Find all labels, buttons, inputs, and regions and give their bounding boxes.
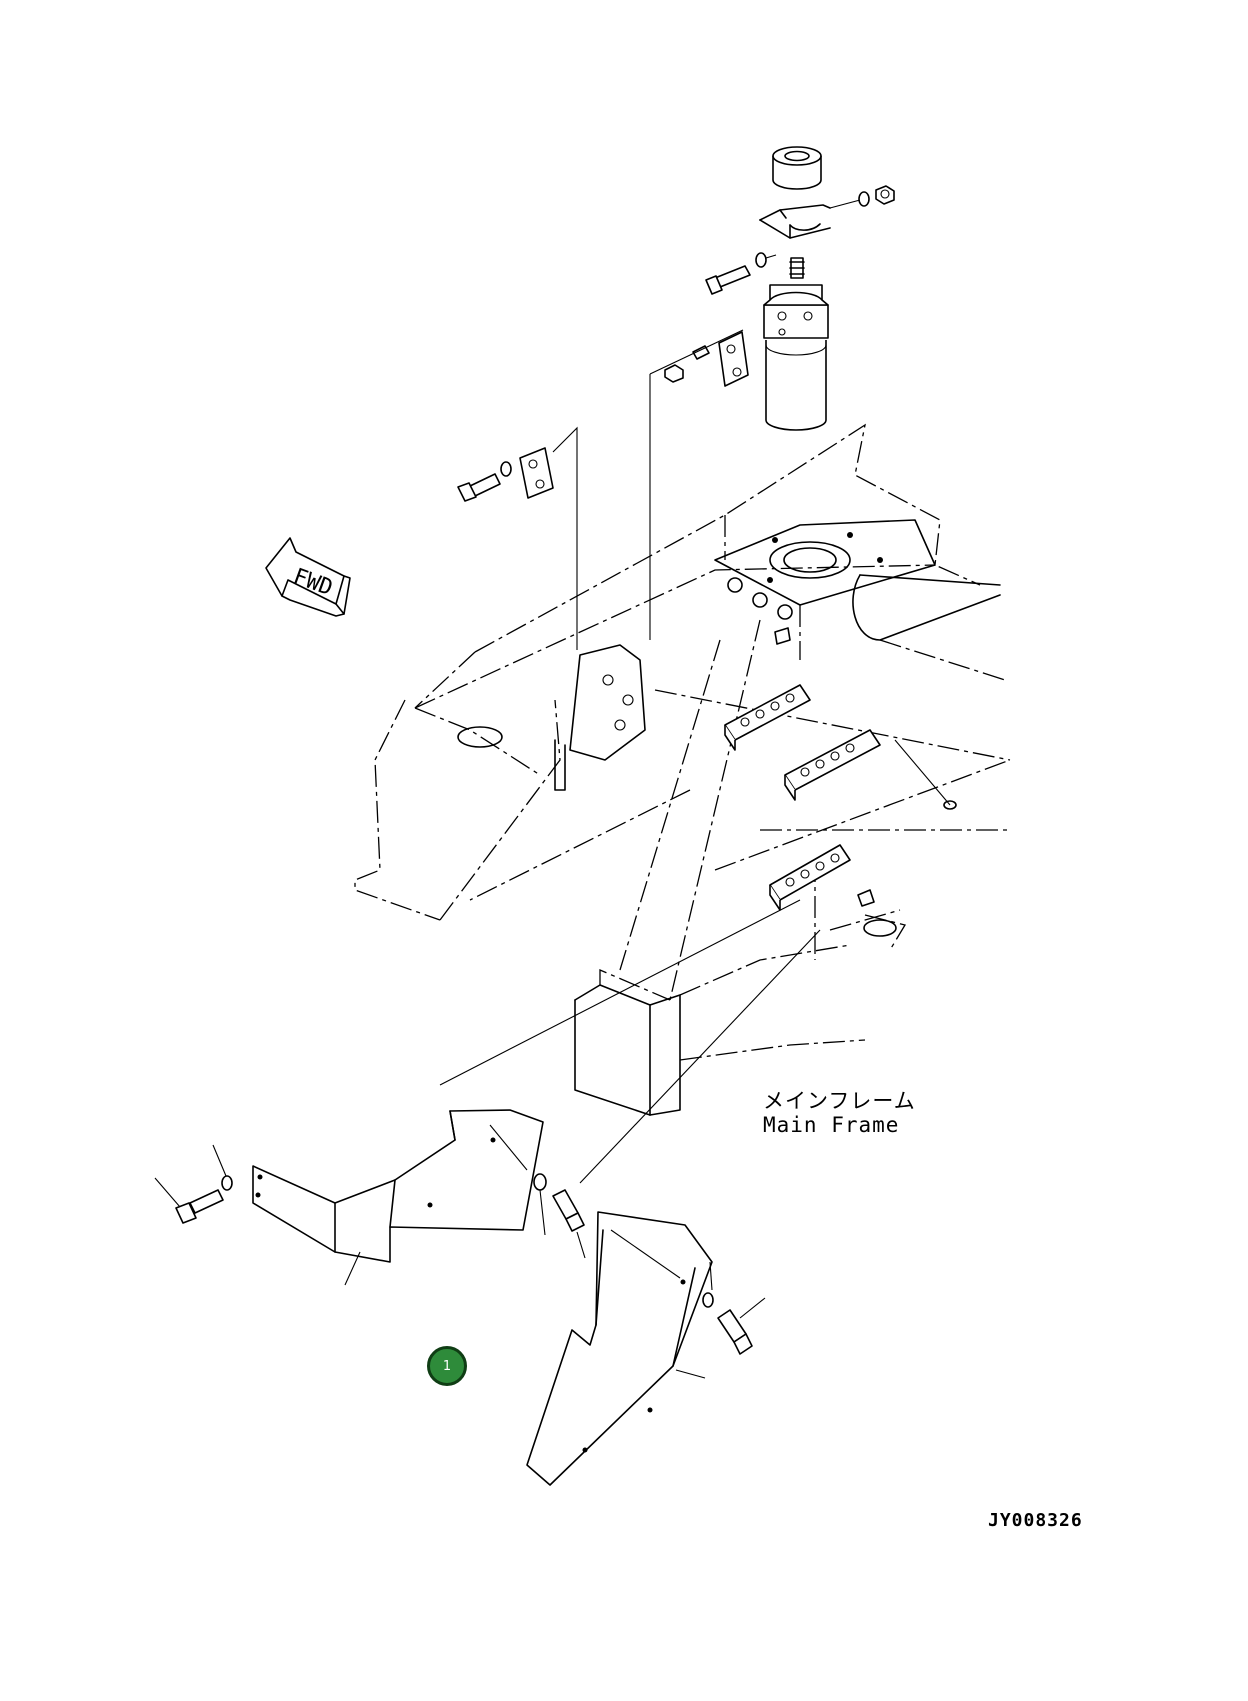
bolt-icon xyxy=(717,1309,753,1355)
clamp-block xyxy=(769,844,851,911)
clamp-block xyxy=(784,729,881,801)
fwd-label: FWD xyxy=(290,564,336,601)
washer-icon xyxy=(702,1292,714,1308)
nut-icon xyxy=(664,364,684,383)
cap-ring xyxy=(772,146,822,190)
bolt-icon xyxy=(175,1189,224,1224)
mounting-bracket xyxy=(718,331,749,387)
filter-cartridge xyxy=(765,340,827,431)
lower-cover-right xyxy=(526,929,821,1486)
bolt-icon xyxy=(552,1189,585,1232)
hose-clamp-blocks xyxy=(724,577,957,911)
bolt-icon xyxy=(457,473,501,502)
clamp-band xyxy=(759,199,861,239)
bolt-icon xyxy=(692,345,710,360)
drawing-code: JY008326 xyxy=(988,1510,1083,1531)
washer-icon xyxy=(755,252,767,268)
washer-icon xyxy=(221,1175,233,1191)
nut-icon xyxy=(875,185,895,205)
bracket-plate-assembly xyxy=(457,426,578,650)
lower-cover-left xyxy=(154,899,801,1286)
main-frame xyxy=(414,423,1011,1116)
main-frame-label-japanese: メインフレーム xyxy=(763,1089,916,1113)
washer-icon xyxy=(533,1173,547,1191)
bolt-icon xyxy=(705,265,751,295)
side-bracket xyxy=(354,644,646,921)
washer-icon xyxy=(500,461,512,477)
clamp-block xyxy=(724,684,811,751)
filter-assembly xyxy=(649,146,895,640)
washer-icon xyxy=(858,191,870,207)
part-callout-1[interactable]: 1 xyxy=(427,1346,467,1386)
fwd-direction-arrow: FWD xyxy=(265,537,351,617)
main-frame-label-english: Main Frame xyxy=(763,1113,900,1137)
filter-head xyxy=(763,257,829,339)
